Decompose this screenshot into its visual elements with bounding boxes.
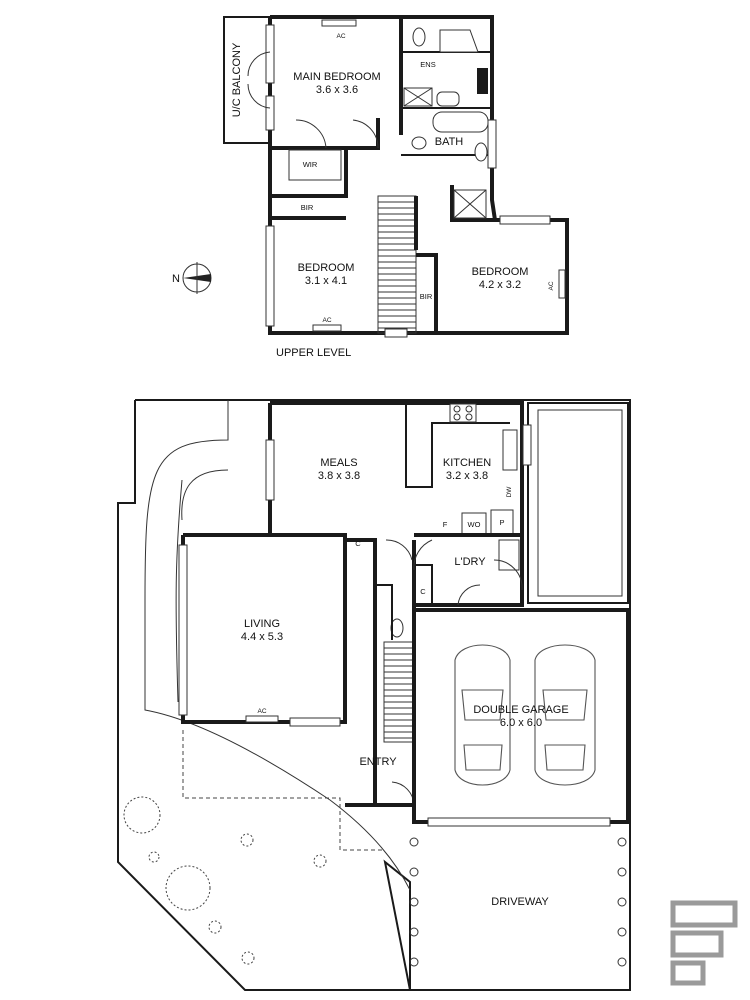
edge-marker <box>409 957 419 967</box>
entry-label: ENTRY <box>359 756 397 768</box>
balcony-label: U/C BALCONY <box>231 42 243 117</box>
ac-living-label: AC <box>257 708 266 715</box>
car-left-icon <box>454 644 511 786</box>
driveway-label: DRIVEWAY <box>491 896 549 908</box>
bedroom-2-size: 3.1 x 4.1 <box>305 275 347 287</box>
cupboard-laundry-label: C <box>420 587 426 596</box>
bath-label: BATH <box>435 136 464 148</box>
ac-main-label: AC <box>336 33 345 40</box>
compass-icon: N <box>172 262 212 294</box>
dishwasher-label: DW <box>506 486 513 498</box>
living-size: 4.4 x 5.3 <box>241 631 283 643</box>
driveway-edge-markers <box>409 837 627 967</box>
ac-bed2-label: AC <box>322 317 331 324</box>
fridge-label: F <box>443 520 448 529</box>
meals-label: MEALS <box>320 457 357 469</box>
living-label: LIVING <box>244 618 280 630</box>
bedroom-3-label: BEDROOM <box>472 266 529 278</box>
bir-left-label: BIR <box>301 203 314 212</box>
garden-path <box>144 400 411 891</box>
bedroom-3-size: 4.2 x 3.2 <box>479 279 521 291</box>
brand-logo <box>670 900 738 986</box>
bir-right-label: BIR <box>420 292 433 301</box>
wir-label: WIR <box>303 160 318 169</box>
site-boundary <box>117 399 631 991</box>
edge-marker <box>617 867 627 877</box>
garage-label: DOUBLE GARAGE <box>473 704 568 716</box>
garage <box>412 608 630 824</box>
edge-marker <box>617 957 627 967</box>
main-bedroom-label: MAIN BEDROOM <box>293 71 380 83</box>
edge-marker <box>409 897 419 907</box>
ground-stair-treads <box>384 647 414 739</box>
meals-size: 3.8 x 3.8 <box>318 470 360 482</box>
edge-marker <box>409 927 419 937</box>
kitchen-label: KITCHEN <box>443 457 491 469</box>
ground-stair <box>383 641 415 743</box>
upper-level: U/C BALCONY MAIN BEDROOM 3.6 x 3.6 WIR E… <box>172 15 569 359</box>
bedroom-2-label: BEDROOM <box>298 262 355 274</box>
upper-level-caption: UPPER LEVEL <box>276 347 351 359</box>
edge-marker <box>409 837 419 847</box>
laundry-label: L'DRY <box>454 556 486 568</box>
svg-text:N: N <box>172 273 180 285</box>
upper-stair <box>377 195 417 334</box>
cupboard-meals-label: C <box>355 539 361 548</box>
ground-level: MEALS 3.8 x 3.8 KITCHEN 3.2 x 3.8 LIVING… <box>117 399 631 991</box>
garage-size: 6.0 x 6.0 <box>500 717 542 729</box>
pantry-label: P <box>499 518 504 527</box>
car-right-icon <box>534 644 596 786</box>
edge-marker <box>617 897 627 907</box>
ens-label: ENS <box>420 60 435 69</box>
upper-stair-treads <box>378 201 416 329</box>
edge-marker <box>617 927 627 937</box>
ac-bed3-label: AC <box>548 281 555 290</box>
edge-marker <box>617 837 627 847</box>
edge-marker <box>409 867 419 877</box>
kitchen-size: 3.2 x 3.8 <box>446 470 488 482</box>
wall-oven-label: WO <box>468 520 481 529</box>
main-bedroom-size: 3.6 x 3.6 <box>316 84 358 96</box>
